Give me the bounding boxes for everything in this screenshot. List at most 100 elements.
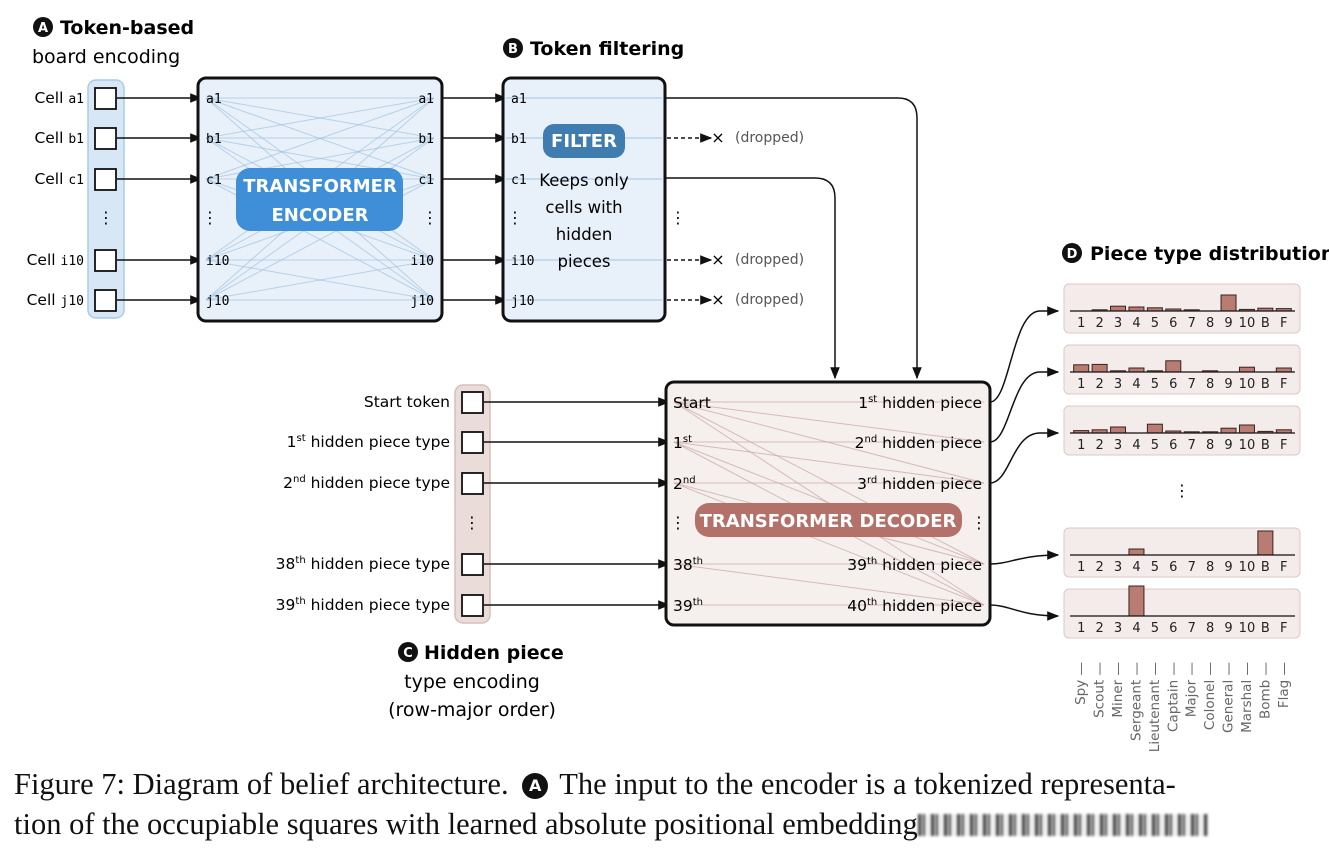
bar-6 [1165,360,1182,373]
bar-2 [1091,363,1108,373]
tick-label: 10 [1239,621,1256,636]
bar-9 [1220,427,1237,434]
tick-label: 2 [1095,377,1103,392]
tick-label: F [1280,621,1287,636]
output-to-distribution-arrow [989,367,1060,443]
piece-name-label: Spy — [1073,662,1089,705]
decoder-input-label: Start [673,394,711,412]
badge-a-icon [33,17,53,37]
dropped-label: (dropped) [735,292,804,308]
badge-b-letter: B [508,42,518,57]
tick-label: 4 [1132,438,1140,453]
output-to-distribution-arrow [989,428,1060,484]
decoder-input-label: 2nd [673,475,696,493]
section-a-title: Token-based [60,17,194,39]
tick-label: 10 [1239,316,1256,331]
hidden-piece-input-label: 1st hidden piece type [287,433,450,451]
piece-name-label: Lieutenant — [1147,662,1163,752]
decoder-output-label: 39th hidden piece [847,556,982,574]
tick-label: F [1280,316,1287,331]
caption-line2: tion of the occupiable squares with lear… [14,807,918,841]
transformer-decoder-pill [695,503,962,537]
filter-row-label: b1 [511,132,527,147]
piece-name-label: Flag — [1276,662,1292,708]
tick-label: 4 [1132,560,1140,575]
piece-name-label: Major — [1184,662,1200,717]
decoder-output-label: 3rd hidden piece [857,475,982,493]
bar-10 [1238,366,1255,373]
badge-c-letter: C [403,646,413,661]
bar-1 [1073,364,1090,373]
causal-attention-line [673,401,985,443]
decoder-output-label: 40th hidden piece [847,597,982,615]
tick-label: 7 [1188,621,1196,636]
tick-label: 10 [1239,377,1256,392]
decoder-output-label: 2nd hidden piece [855,434,982,452]
tick-label: B [1261,621,1270,636]
tick-label: 6 [1169,377,1177,392]
tick-label: 9 [1224,438,1232,453]
tick-label: 3 [1114,560,1122,575]
badge-c-icon [398,642,418,662]
encoder-input-label: i10 [206,254,229,269]
tick-label: 7 [1188,316,1196,331]
dropped-label: (dropped) [735,130,804,146]
cell-token-box [94,168,117,191]
kept-token-c1-connector [665,177,840,380]
decoder-label: TRANSFORMER DECODER [700,511,957,532]
tick-label: B [1261,560,1270,575]
tick-label: 5 [1151,621,1159,636]
cell-ellipsis: ⋮ [98,208,114,227]
causal-attention-line [673,441,985,484]
filter-row-label: c1 [511,173,527,188]
section-b-heading: B Token filtering [503,38,684,60]
tick-label: 8 [1206,377,1214,392]
section-a-subtitle: board encoding [32,46,180,68]
badge-d-letter: D [1067,247,1078,262]
encoder-output-label: a1 [418,92,434,107]
encoder-output-label: c1 [418,173,434,188]
section-a-heading: A Token-based board encoding [32,17,194,68]
tick-label: 9 [1224,621,1232,636]
bar-4 [1128,548,1145,556]
dropped-tokens: ×(dropped)×(dropped)×(dropped) [667,128,804,309]
caption-prefix: Figure 7: Diagram of belief architecture… [14,767,509,801]
section-c-heading: C Hidden piece type encoding (row-major … [388,642,564,721]
cell-token-box [94,289,117,312]
encoder-output-label: i10 [411,254,434,269]
hidden-piece-token-box [461,472,484,495]
hidden-piece-input-label: Start token [364,393,450,411]
filter-out-ellipsis: ⋮ [670,208,686,227]
tick-label: 6 [1169,316,1177,331]
decoder-output-label: 1st hidden piece [858,394,982,412]
hidden-piece-input-label: 2nd hidden piece type [283,474,450,492]
tick-label: 9 [1224,316,1232,331]
filter-description-line: pieces [557,252,610,271]
hidden-piece-input-label: 38th hidden piece type [276,555,450,573]
hidden-piece-input-label: 39th hidden piece type [276,596,450,614]
tick-label: 5 [1151,316,1159,331]
encoder-input-label: a1 [206,92,222,107]
cell-label: Cell j10 [27,291,84,309]
tick-label: 1 [1077,316,1085,331]
tick-label: 9 [1224,377,1232,392]
cell-token-box [94,127,117,150]
tick-label: 8 [1206,316,1214,331]
attention-line [205,97,435,180]
cell-label: Cell i10 [27,251,84,269]
encoder-input-label: c1 [206,173,222,188]
section-c-subtitle-2: (row-major order) [388,699,556,721]
section-b-title: Token filtering [530,38,684,60]
caption-badge-a: A [522,773,549,799]
bar-5 [1146,423,1163,434]
tick-label: F [1280,377,1287,392]
panel-background [1063,283,1301,334]
bar-10 [1238,424,1255,434]
hidden-piece-token-box [461,391,484,414]
encoder-output-label: j10 [411,294,434,309]
decoder-input-label: 39th [673,597,703,615]
